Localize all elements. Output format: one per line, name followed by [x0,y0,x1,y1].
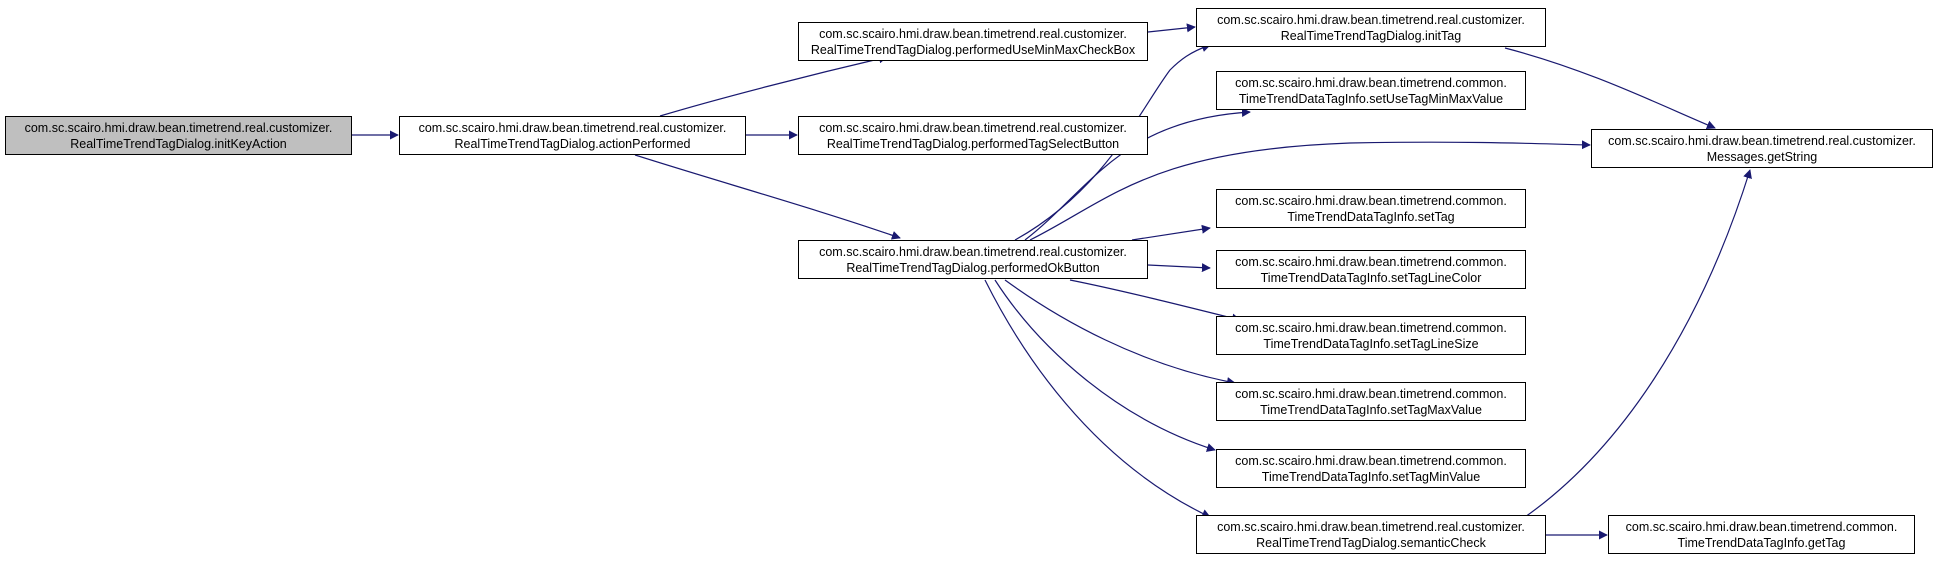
node-initTag[interactable]: com.sc.scairo.hmi.draw.bean.timetrend.re… [1196,8,1546,47]
node-getTag-line2: TimeTrendDataTagInfo.getTag [1677,535,1846,550]
edge-performedOkButton-setTagMaxValue [1004,279,1236,386]
node-setTagMaxValue-line1: com.sc.scairo.hmi.draw.bean.timetrend.co… [1235,386,1507,401]
node-performedTagSelect[interactable]: com.sc.scairo.hmi.draw.bean.timetrend.re… [798,116,1148,155]
node-setTag-line2: TimeTrendDataTagInfo.setTag [1287,209,1455,224]
node-semanticCheck-line1: com.sc.scairo.hmi.draw.bean.timetrend.re… [1217,519,1525,534]
node-actionPerformed[interactable]: com.sc.scairo.hmi.draw.bean.timetrend.re… [399,116,746,155]
node-performedUseMinMax-line2: RealTimeTrendTagDialog.performedUseMinMa… [810,42,1136,57]
node-getString-line2: Messages.getString [1706,149,1818,164]
node-setTagLineSize-line2: TimeTrendDataTagInfo.setTagLineSize [1263,336,1479,351]
node-setTagLineColor-line1: com.sc.scairo.hmi.draw.bean.timetrend.co… [1235,254,1507,269]
node-setTagMaxValue-line2: TimeTrendDataTagInfo.setTagMaxValue [1260,402,1482,417]
node-getTag-line1: com.sc.scairo.hmi.draw.bean.timetrend.co… [1625,519,1898,534]
node-getString-line1: com.sc.scairo.hmi.draw.bean.timetrend.re… [1608,133,1916,148]
edge-performedOkButton-setUseTagMinMax [1024,108,1251,241]
edge-performedOkButton-setTag [1131,224,1211,241]
node-setTagMinValue-line1: com.sc.scairo.hmi.draw.bean.timetrend.co… [1235,453,1507,468]
node-getTag[interactable]: com.sc.scairo.hmi.draw.bean.timetrend.co… [1608,515,1915,554]
node-initKeyAction-line1: com.sc.scairo.hmi.draw.bean.timetrend.re… [24,120,333,135]
node-semanticCheck[interactable]: com.sc.scairo.hmi.draw.bean.timetrend.re… [1196,515,1546,554]
node-setTagLineColor-line2: TimeTrendDataTagInfo.setTagLineColor [1260,270,1482,285]
node-performedOkButton-line2: RealTimeTrendTagDialog.performedOkButton [846,260,1100,275]
edge-performedUseMinMax-initTag [1147,23,1196,33]
node-actionPerformed-line1: com.sc.scairo.hmi.draw.bean.timetrend.re… [418,120,727,135]
edge-performedOkButton-setTagLineSize [1069,279,1241,323]
node-setTagMinValue[interactable]: com.sc.scairo.hmi.draw.bean.timetrend.co… [1216,449,1526,488]
node-performedTagSelect-line1: com.sc.scairo.hmi.draw.bean.timetrend.re… [819,120,1127,135]
node-setUseTagMinMax[interactable]: com.sc.scairo.hmi.draw.bean.timetrend.co… [1216,71,1526,110]
node-semanticCheck-line2: RealTimeTrendTagDialog.semanticCheck [1256,535,1486,550]
node-initTag-line1: com.sc.scairo.hmi.draw.bean.timetrend.re… [1217,12,1525,27]
edge-performedOkButton-setTagMinValue [994,279,1216,452]
node-actionPerformed-line2: RealTimeTrendTagDialog.actionPerformed [454,136,691,151]
node-performedTagSelect-line2: RealTimeTrendTagDialog.performedTagSelec… [826,136,1120,151]
edge-semanticCheck-getString [1524,169,1752,518]
node-setUseTagMinMax-line1: com.sc.scairo.hmi.draw.bean.timetrend.co… [1235,75,1507,90]
edge-actionPerformed-performedUseMinMax [659,54,888,117]
edge-performedOkButton-getString [1029,140,1591,241]
node-setTagLineColor[interactable]: com.sc.scairo.hmi.draw.bean.timetrend.co… [1216,250,1526,289]
edge-actionPerformed-performedOkButton [634,154,901,240]
node-setTagLineSize[interactable]: com.sc.scairo.hmi.draw.bean.timetrend.co… [1216,316,1526,355]
node-initTag-line2: RealTimeTrendTagDialog.initTag [1280,28,1462,43]
node-performedOkButton[interactable]: com.sc.scairo.hmi.draw.bean.timetrend.re… [798,240,1148,279]
node-setUseTagMinMax-line2: TimeTrendDataTagInfo.setUseTagMinMaxValu… [1238,91,1504,106]
node-setTagLineSize-line1: com.sc.scairo.hmi.draw.bean.timetrend.co… [1235,320,1507,335]
edge-performedOkButton-setTagLineColor [1147,263,1211,273]
node-setTagMinValue-line2: TimeTrendDataTagInfo.setTagMinValue [1261,469,1481,484]
node-initKeyAction-line2: RealTimeTrendTagDialog.initKeyAction [70,136,287,151]
node-performedUseMinMax-line1: com.sc.scairo.hmi.draw.bean.timetrend.re… [819,26,1127,41]
node-performedOkButton-line1: com.sc.scairo.hmi.draw.bean.timetrend.re… [819,244,1127,259]
edge-performedOkButton-semanticCheck [984,279,1211,518]
node-setTag-line1: com.sc.scairo.hmi.draw.bean.timetrend.co… [1235,193,1507,208]
node-setTagMaxValue[interactable]: com.sc.scairo.hmi.draw.bean.timetrend.co… [1216,382,1526,421]
node-performedUseMinMax[interactable]: com.sc.scairo.hmi.draw.bean.timetrend.re… [798,22,1148,61]
node-initKeyAction[interactable]: com.sc.scairo.hmi.draw.bean.timetrend.re… [5,116,352,155]
node-setTag[interactable]: com.sc.scairo.hmi.draw.bean.timetrend.co… [1216,189,1526,228]
edge-performedOkButton-initTag [1014,43,1211,241]
edge-initTag-getString [1504,47,1716,130]
node-getString[interactable]: com.sc.scairo.hmi.draw.bean.timetrend.re… [1591,129,1933,168]
